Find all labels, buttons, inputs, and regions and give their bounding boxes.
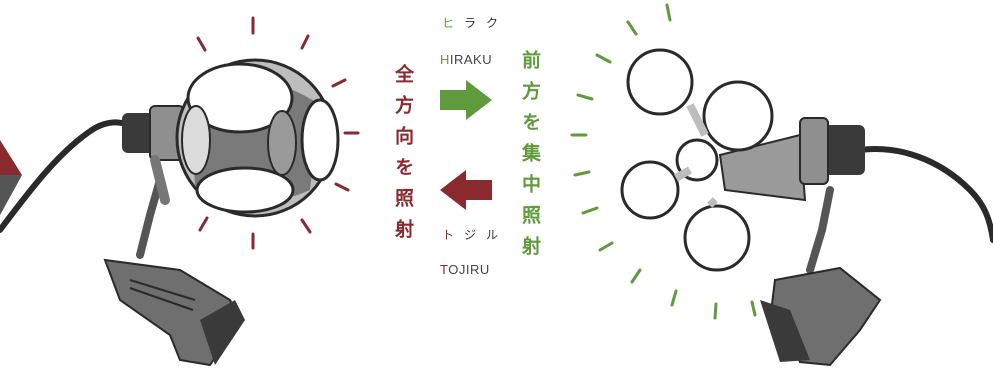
open-roman: HIRAKU [440, 52, 493, 67]
open-kana: ヒラク [442, 16, 509, 30]
closed-ball-lamp-icon [0, 58, 340, 367]
close-kana: トジル [442, 228, 509, 242]
right-light-rays [570, 3, 757, 320]
omnidirectional-label: 全方向を照射 [392, 64, 414, 250]
left-light-rays [196, 16, 360, 250]
close-roman: TOJIRU [440, 262, 490, 277]
focused-front-label: 前方を集中照射 [519, 50, 541, 267]
arrow-right-icon [440, 80, 492, 120]
corner-shape-shadow [0, 175, 22, 215]
arrow-left-icon [440, 170, 492, 210]
open-petal-lamp-icon [620, 48, 993, 367]
